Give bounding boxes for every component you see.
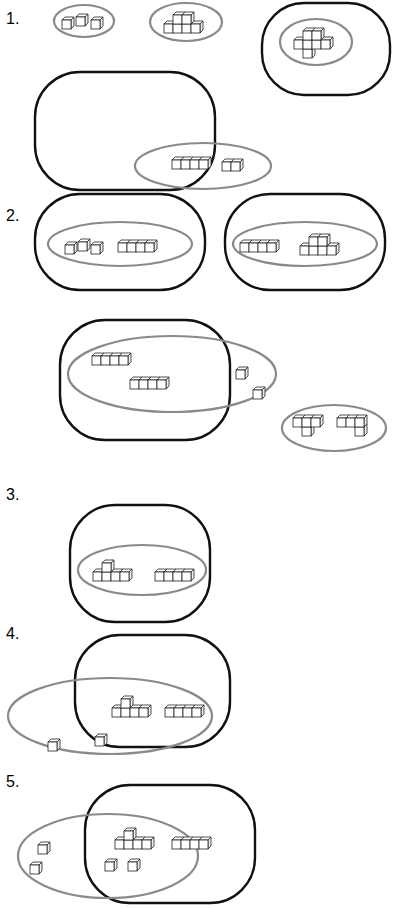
unit-cube (236, 367, 248, 379)
cube-piece (92, 353, 131, 365)
sub-group-loop (8, 678, 212, 754)
unit-cube (199, 157, 211, 169)
unit-cube (102, 560, 114, 572)
cube-piece (337, 415, 367, 436)
unit-cube (145, 240, 157, 252)
unit-cube (311, 415, 323, 427)
cube-piece (91, 17, 103, 29)
unit-cube (62, 17, 74, 29)
group-loop (70, 505, 210, 622)
unit-cube (253, 387, 265, 399)
cube-piece (164, 12, 203, 33)
unit-cube (139, 705, 151, 717)
unit-cube (78, 239, 90, 251)
unit-cube (182, 569, 194, 581)
cube-piece (172, 157, 211, 169)
item-number: 5. (6, 773, 19, 791)
cube-piece (240, 240, 279, 252)
unit-cube (76, 14, 88, 26)
unit-cube (199, 837, 211, 849)
sub-group-loop (233, 222, 377, 266)
item-number: 3. (6, 486, 19, 504)
group-loop (35, 72, 215, 190)
cube-piece (112, 696, 151, 717)
unit-cube (157, 377, 169, 389)
unit-cube (312, 28, 324, 40)
cube-piece (48, 739, 60, 751)
unit-cube (318, 234, 330, 246)
cube-piece (172, 837, 211, 849)
cube-piece (236, 367, 248, 379)
cube-piece (253, 387, 265, 399)
cube-piece (294, 28, 333, 58)
sub-group-loop (150, 3, 222, 41)
item-number: 2. (6, 207, 19, 225)
cube-piece (91, 242, 103, 254)
unit-cube (192, 705, 204, 717)
unit-cube (355, 415, 367, 427)
cube-piece (105, 859, 117, 871)
sub-group-loop (48, 222, 192, 266)
unit-cube (321, 37, 333, 49)
unit-cube (142, 837, 154, 849)
unit-cube (121, 696, 133, 708)
unit-cube (128, 859, 140, 871)
group-loop (225, 194, 385, 290)
group-loop (75, 635, 230, 747)
cube-piece (222, 159, 243, 171)
sub-group-loop (18, 814, 198, 898)
cube-piece (128, 859, 140, 871)
sub-group-loop (54, 5, 114, 37)
unit-cube (327, 243, 339, 255)
unit-cube (191, 21, 203, 33)
unit-cube (182, 12, 194, 24)
cube-piece (300, 234, 339, 255)
cube-piece (95, 734, 107, 746)
cube-piece (38, 842, 50, 854)
group-loop (262, 3, 390, 95)
cube-piece (118, 240, 157, 252)
cube-piece (293, 415, 323, 436)
sub-group-loop (68, 336, 276, 412)
item-number: 1. (6, 10, 19, 28)
cube-piece (165, 705, 204, 717)
cube-piece (130, 377, 169, 389)
cube-piece (115, 828, 154, 849)
unit-cube (119, 353, 131, 365)
unit-cube (30, 862, 42, 874)
sub-group-loop (135, 143, 271, 189)
unit-cube (95, 734, 107, 746)
cube-piece (93, 560, 132, 581)
cube-piece (65, 242, 77, 254)
unit-cube (48, 739, 60, 751)
cube-piece (30, 862, 42, 874)
unit-cube (231, 159, 243, 171)
unit-cube (65, 242, 77, 254)
cube-piece (76, 14, 88, 26)
unit-cube (124, 828, 136, 840)
sub-group-loop (282, 405, 386, 451)
cube-piece (62, 17, 74, 29)
unit-cube (91, 17, 103, 29)
item-number: 4. (6, 625, 19, 643)
cube-piece (78, 239, 90, 251)
unit-cube (120, 569, 132, 581)
unit-cube (105, 859, 117, 871)
group-loop (35, 194, 205, 290)
sub-group-loop (280, 19, 352, 65)
unit-cube (267, 240, 279, 252)
unit-cube (91, 242, 103, 254)
cube-piece (155, 569, 194, 581)
sub-group-loop (78, 545, 206, 595)
unit-cube (38, 842, 50, 854)
